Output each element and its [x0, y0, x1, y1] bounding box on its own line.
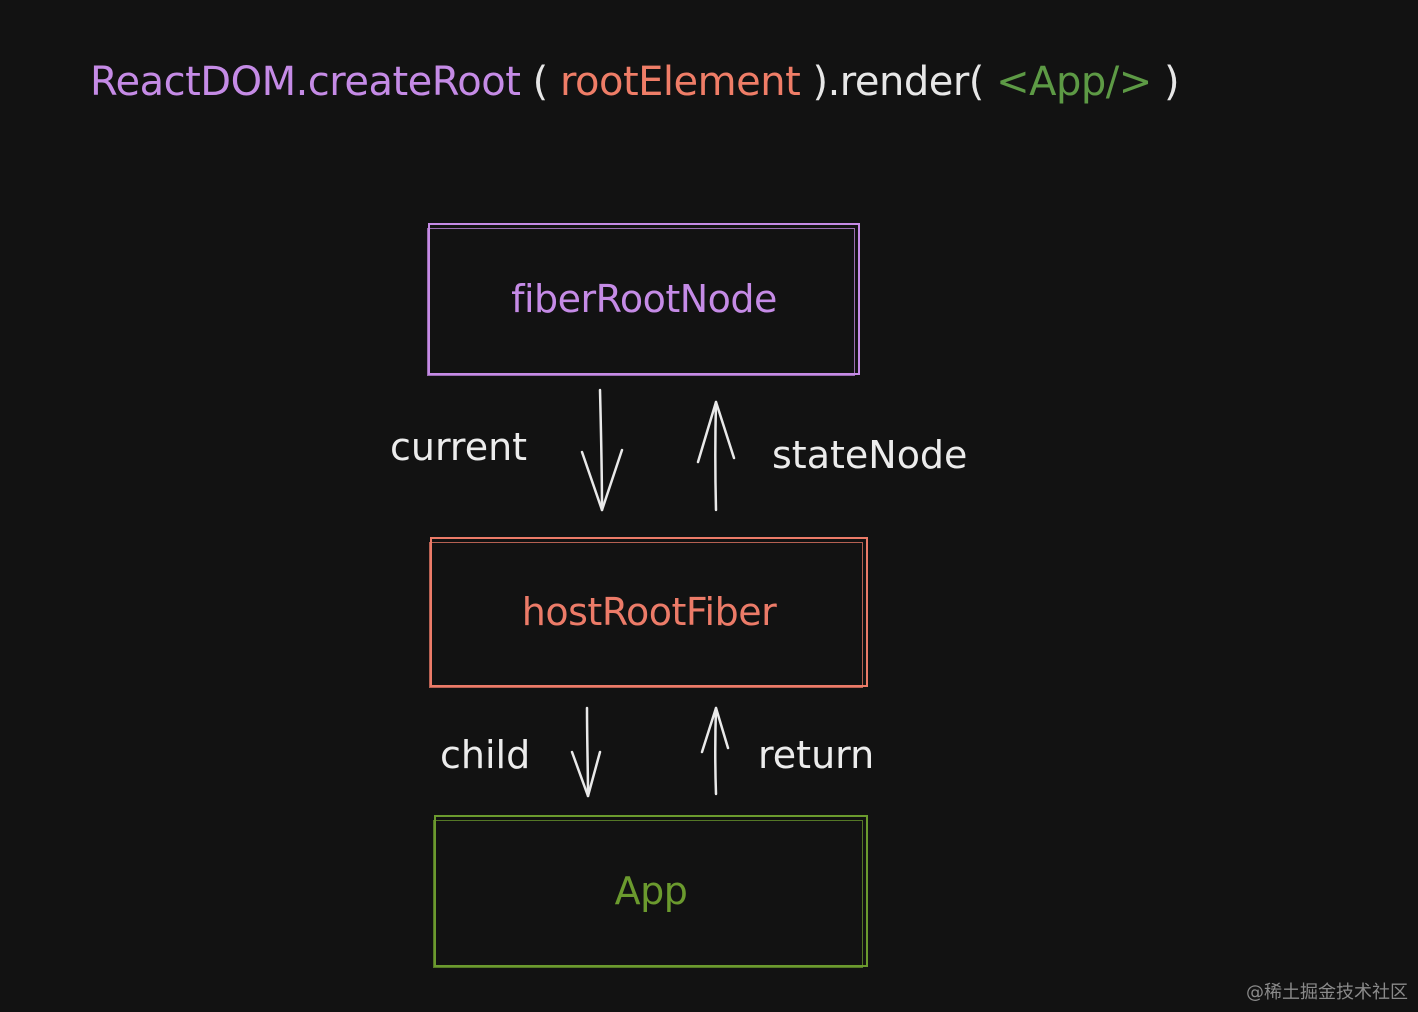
- watermark: @稀土掘金技术社区: [1246, 982, 1408, 1003]
- state-node-arrow-up: [696, 400, 736, 512]
- current-edge-label: current: [390, 425, 528, 469]
- code-open-paren: (: [520, 59, 560, 105]
- code-jsx-element: <App/>: [996, 59, 1152, 105]
- fiber-root-node-label: fiberRootNode: [511, 277, 777, 321]
- return-arrow-up: [700, 706, 730, 796]
- child-edge-label: child: [440, 733, 531, 777]
- code-render-call: ).render(: [800, 59, 997, 105]
- state-node-edge-label: stateNode: [772, 433, 968, 477]
- child-arrow-down: [570, 706, 602, 798]
- code-expression: ReactDOM.createRoot ( rootElement ).rend…: [90, 52, 1180, 112]
- code-argument: rootElement: [559, 59, 801, 105]
- code-close-paren: ): [1151, 59, 1180, 105]
- current-arrow-down: [580, 388, 624, 512]
- app-label: App: [614, 869, 688, 913]
- code-function: ReactDOM.createRoot: [90, 59, 521, 105]
- return-edge-label: return: [758, 733, 875, 777]
- host-root-fiber-label: hostRootFiber: [521, 590, 777, 634]
